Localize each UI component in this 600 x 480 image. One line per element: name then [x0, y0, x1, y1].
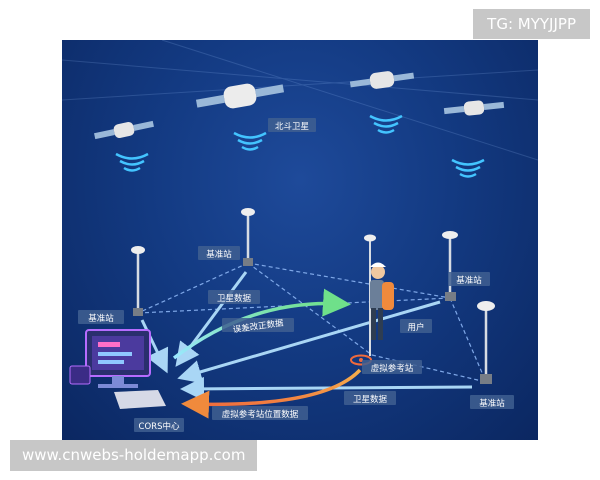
cors-center-computer — [69, 329, 166, 409]
base-station-antenna — [131, 246, 145, 316]
surveyor-user-figure — [364, 234, 394, 356]
label-box — [362, 360, 422, 374]
label-base-station-left: 基准站 — [88, 313, 114, 324]
correction-data-arrow — [172, 288, 351, 360]
label-box — [222, 318, 294, 332]
satellite-icon — [349, 71, 415, 89]
signal-wave-icon — [233, 131, 267, 151]
label-cors-center: CORS中心 — [139, 421, 180, 432]
satellite-icon — [94, 120, 154, 140]
label-satellite-data-lower: 卫星数据 — [353, 394, 388, 405]
label-box — [268, 118, 316, 132]
base-station-antenna — [241, 208, 255, 266]
label-user: 用户 — [407, 322, 424, 333]
label-satellite-data-upper: 卫星数据 — [217, 293, 252, 304]
label-base-station-bottom-right: 基准站 — [479, 398, 505, 409]
label-box — [198, 246, 240, 260]
rtk-diagram-canvas: 北斗卫星 基准站 基准站 卫星数据 误差改正数据 基准站 用户 虚拟参考站 卫星… — [62, 40, 538, 432]
base-station-antenna — [477, 301, 495, 384]
background-streaks — [62, 40, 538, 161]
label-base-station-top: 基准站 — [206, 249, 232, 260]
satellite-icon — [195, 83, 285, 109]
rtk-diagram-panel: 北斗卫星 基准站 基准站 卫星数据 误差改正数据 基准站 用户 虚拟参考站 卫星… — [62, 40, 538, 440]
network-dashed-lines — [137, 262, 487, 383]
label-box — [448, 272, 490, 286]
watermark-bottom: www.cnwebs-holdemapp.com — [10, 440, 258, 471]
label-vrs-position-data: 虚拟参考站位置数据 — [222, 409, 299, 420]
label-box — [208, 290, 260, 304]
label-box — [344, 391, 396, 405]
signal-wave-icon — [115, 152, 149, 172]
signal-wave-icon — [369, 114, 403, 134]
label-box — [212, 406, 308, 420]
label-box — [78, 310, 124, 324]
satellite-icon — [443, 100, 505, 116]
watermark-top: TG: MYYJJPP — [473, 9, 590, 39]
base-station-antenna — [442, 231, 458, 301]
label-box — [470, 395, 514, 409]
label-box — [134, 418, 184, 432]
label-beidou-satellite: 北斗卫星 — [275, 122, 309, 132]
vrs-position-arrow — [181, 368, 362, 419]
label-base-station-right: 基准站 — [456, 275, 482, 286]
label-virtual-reference-station: 虚拟参考站 — [371, 363, 414, 374]
signal-wave-icon — [451, 158, 485, 178]
label-box — [400, 319, 432, 333]
